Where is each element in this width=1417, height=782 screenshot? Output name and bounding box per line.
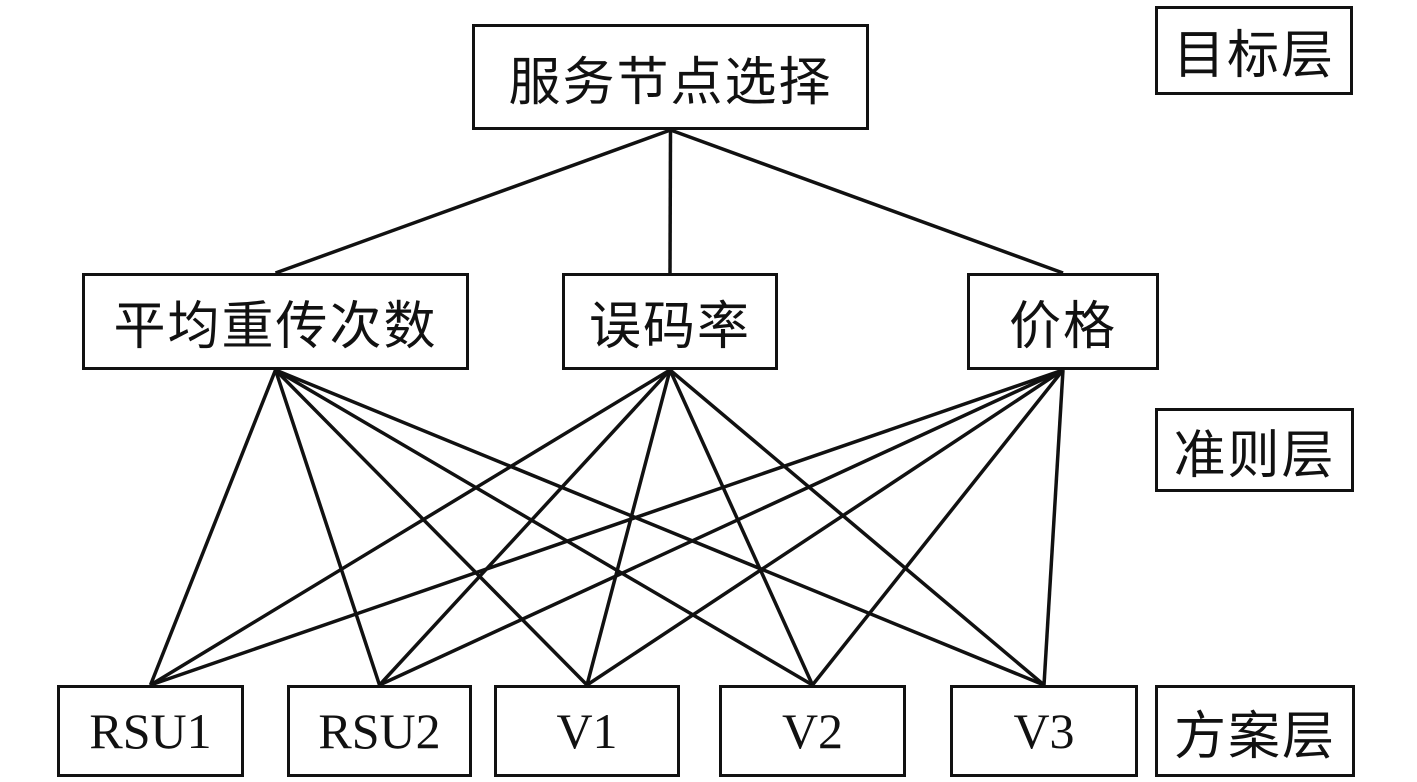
edge-c1-a4 <box>274 368 814 687</box>
edge-c3-a1 <box>149 368 1064 687</box>
layer-label-criteria: 准则层 <box>1155 408 1354 492</box>
criterion-node-bit-error-rate: 误码率 <box>562 273 778 370</box>
edge-c1-a1 <box>148 369 278 686</box>
edge-c2-a3 <box>585 369 672 686</box>
edge-c1-a2 <box>273 369 382 686</box>
edge-c3-a5 <box>1042 369 1065 686</box>
layer-label-goal: 目标层 <box>1155 6 1353 95</box>
alternative-node-v1: V1 <box>494 685 680 777</box>
criterion-node-price: 价格 <box>967 273 1159 370</box>
edge-goal-c2 <box>668 129 673 274</box>
alternative-node-v2: V2 <box>719 685 906 777</box>
edge-c3-a4 <box>811 368 1065 687</box>
edge-c3-a3 <box>586 368 1064 687</box>
edge-c2-a2 <box>378 368 672 687</box>
edge-c2-a1 <box>149 368 671 687</box>
alternative-node-rsu2: RSU2 <box>287 685 472 777</box>
edge-c2-a5 <box>668 368 1046 687</box>
criterion-node-retransmission: 平均重传次数 <box>82 273 469 370</box>
edge-c2-a4 <box>668 369 815 686</box>
edge-c1-a5 <box>274 368 1045 687</box>
edge-goal-c3 <box>669 128 1064 275</box>
edge-goal-c1 <box>274 128 672 275</box>
edge-c3-a2 <box>378 368 1064 687</box>
alternative-node-v3: V3 <box>950 685 1138 777</box>
goal-node: 服务节点选择 <box>472 24 869 130</box>
alternative-node-rsu1: RSU1 <box>57 685 244 777</box>
layer-label-alternatives: 方案层 <box>1155 685 1355 777</box>
edge-c1-a3 <box>274 368 589 687</box>
